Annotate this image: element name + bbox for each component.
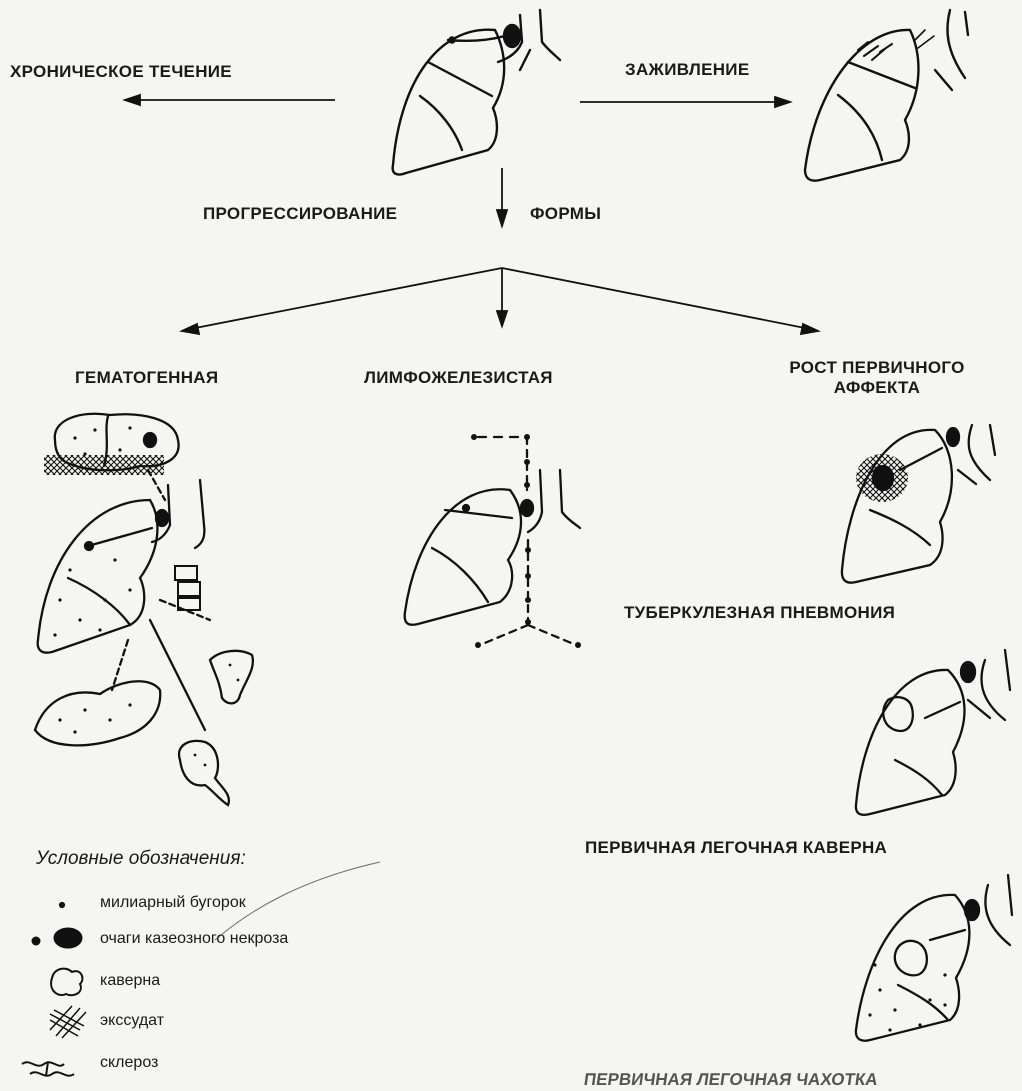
label-tuberculous-pneumonia: ТУБЕРКУЛЕЗНАЯ ПНЕВМОНИЯ [624, 603, 895, 623]
label-progression: ПРОГРЕССИРОВАНИЕ [203, 204, 397, 224]
legend-item-exudate: экссудат [100, 1012, 164, 1030]
cavern-lung-figure [856, 875, 1012, 1041]
legend-title: Условные обозначения: [36, 848, 246, 870]
legend-item-caseous: очаги казеозного некроза [100, 930, 288, 948]
label-primary-affect-line1: РОСТ ПЕРВИЧНОГО [742, 358, 1012, 378]
caseous-focus-icon [54, 928, 82, 948]
label-primary-cavern: ПЕРВИЧНАЯ ЛЕГОЧНАЯ КАВЕРНА [585, 838, 887, 858]
label-primary-affect-line2: АФФЕКТА [742, 378, 1012, 398]
legend-item-cavern: каверна [100, 972, 160, 990]
top-lung-figure [393, 10, 560, 174]
small-dot-icon [59, 902, 64, 907]
arrow-healing [580, 97, 790, 107]
label-lymphoglandular: ЛИМФОЖЕЛЕЗИСТАЯ [364, 368, 553, 388]
legend-item-miliary: милиарный бугорок [100, 894, 246, 912]
healed-lung-figure [805, 10, 968, 181]
sclerosis-icon [22, 1062, 74, 1076]
label-forms: ФОРМЫ [530, 204, 601, 224]
label-primary-affect-growth: РОСТ ПЕРВИЧНОГО АФФЕКТА [742, 358, 1012, 398]
pneumonia-lung-figure [856, 650, 1010, 815]
lymphoglandular-figure [405, 434, 581, 648]
primary-affect-lung-figure [842, 425, 995, 583]
branch-arrows [182, 268, 818, 334]
legend-item-sclerosis: склероз [100, 1054, 158, 1072]
arrow-chronic [125, 95, 335, 105]
hematogenous-figure [35, 414, 253, 805]
label-hematogenous: ГЕМАТОГЕННАЯ [75, 368, 218, 388]
label-healing: ЗАЖИВЛЕНИЕ [625, 60, 749, 80]
exudate-hatch-icon [50, 1006, 86, 1038]
cavern-icon [51, 969, 82, 996]
caseous-focus-small-icon [32, 937, 40, 945]
arrow-progression [497, 168, 507, 226]
label-primary-consumption: ПЕРВИЧНАЯ ЛЕГОЧНАЯ ЧАХОТКА [583, 1070, 879, 1090]
label-chronic-course: ХРОНИЧЕСКОЕ ТЕЧЕНИЕ [10, 62, 232, 82]
